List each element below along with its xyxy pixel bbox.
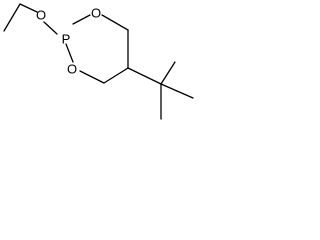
bonds xyxy=(3,3,194,120)
bond-ch2-o-ethoxy xyxy=(19,3,38,13)
atom-p: P xyxy=(62,32,71,47)
atom-o-ring-top: O xyxy=(91,6,101,21)
bond-cquat-me-right xyxy=(160,83,194,99)
atom-o-ethoxy: O xyxy=(36,8,46,23)
bond-ch2-bottom-o-bottom xyxy=(79,70,105,84)
bond-o-top-ch2 xyxy=(101,14,129,31)
bond-o-ethoxy-p xyxy=(43,21,58,35)
structure-diagram: O P O O xyxy=(3,3,194,120)
atoms: O P O O xyxy=(36,6,101,77)
atom-o-ring-top-label: O xyxy=(91,6,101,21)
atom-p-label: P xyxy=(62,32,71,47)
bond-ch3-ch2 xyxy=(3,3,21,32)
bond-ch-cquat xyxy=(127,67,162,85)
atom-o-ring-bottom-label: O xyxy=(67,62,77,77)
bond-p-o-top xyxy=(72,14,91,25)
bond-o-bottom-p xyxy=(65,43,74,63)
atom-o-ring-bottom: O xyxy=(67,62,77,77)
bond-cquat-me-top xyxy=(160,61,176,85)
bond-ch-ch2-bottom xyxy=(103,67,129,84)
atom-o-ethoxy-label: O xyxy=(36,8,46,23)
